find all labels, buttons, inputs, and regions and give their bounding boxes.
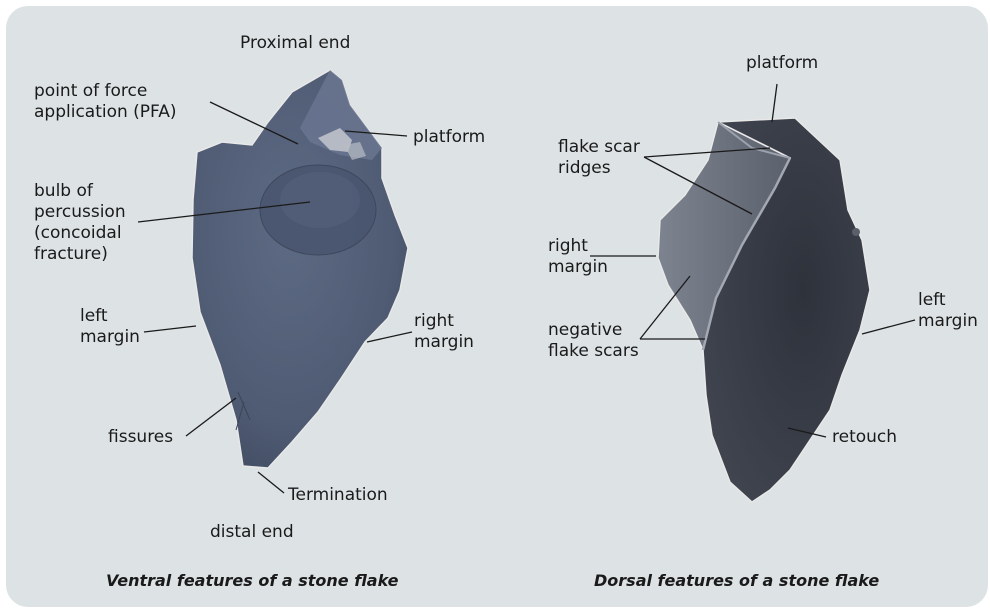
dorsal-left-margin-leader [862,320,915,334]
label-dorsal-right-margin: right margin [548,236,608,278]
label-bulb-of-percussion: bulb of percussion (concoidal fracture) [34,181,126,265]
label-retouch: retouch [832,427,897,448]
dorsal-caption: Dorsal features of a stone flake [594,571,879,590]
label-pfa: point of force application (PFA) [34,81,177,123]
label-proximal-end: Proximal end [240,33,350,54]
label-dorsal-left-margin: left margin [918,290,978,332]
label-distal-end: distal end [210,522,294,543]
label-ventral-platform: platform [413,127,485,148]
label-flake-scar-ridges: flake scar ridges [558,137,640,179]
left-margin-leader [144,326,196,332]
termination-leader [258,472,284,493]
label-dorsal-platform: platform [746,53,818,74]
fissures-leader [186,398,236,436]
label-ventral-left-margin: left margin [80,306,140,348]
dorsal-platform-leader [772,84,777,122]
surface-pit [852,228,860,236]
label-negative-flake-scars: negative flake scars [548,320,639,362]
ventral-flake-body [192,70,408,468]
label-ventral-right-margin: right margin [414,311,474,353]
ventral-caption: Ventral features of a stone flake [106,571,399,590]
label-termination: Termination [288,485,388,506]
label-fissures: fissures [108,427,173,448]
ventral-flake [192,70,408,468]
